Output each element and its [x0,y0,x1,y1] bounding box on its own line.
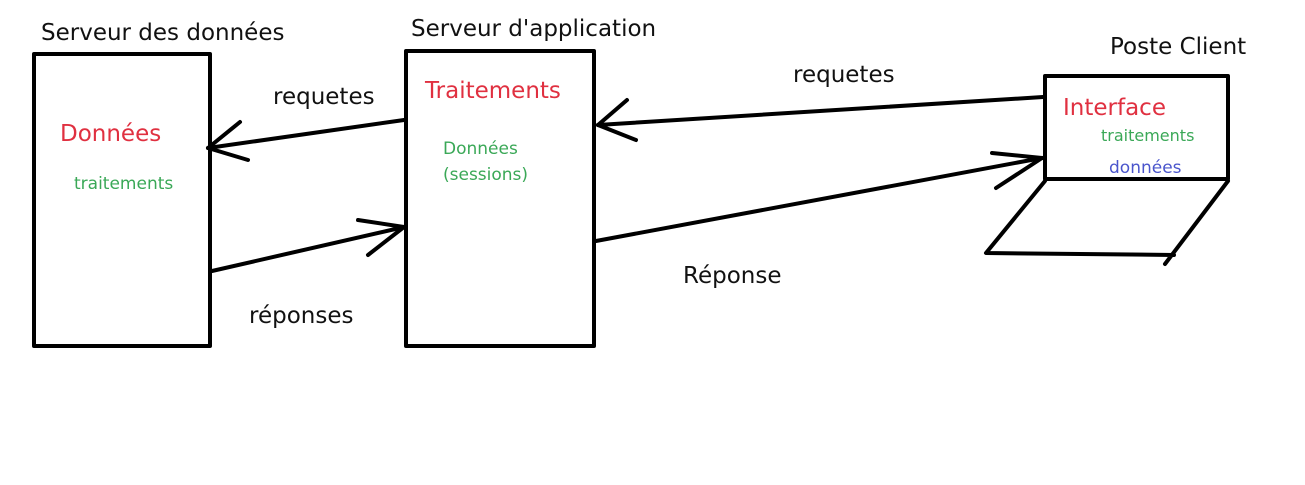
client-sub-label-2: données [1109,158,1182,178]
arrow-response-to-client [594,151,1044,243]
arrow-responses-to-app [210,218,406,273]
arrow-label-requests-to-data: requetes [273,84,375,110]
data-server-box [32,52,212,348]
arrow-label-response-to-client: Réponse [683,263,782,289]
client-laptop-base [984,179,1230,266]
data-server-sub-label: traitements [74,174,174,194]
app-server-title: Serveur d'application [411,16,657,42]
arrow-requests-to-app [596,95,1045,142]
arrow-label-responses-to-app: réponses [249,303,354,329]
client-sub-label-1: traitements [1101,126,1195,145]
app-server-sub-label-2: (sessions) [443,165,529,185]
client-main-label: Interface [1063,95,1166,121]
data-server-title: Serveur des données [41,20,285,46]
app-server-sub-label-1: Données [443,139,518,159]
client-laptop-screen [1043,74,1230,181]
client-title: Poste Client [1110,34,1247,60]
arrow-requests-to-data [206,118,406,162]
app-server-box [404,49,596,348]
arrow-label-requests-to-app: requetes [793,62,895,88]
app-server-main-label: Traitements [425,78,561,104]
data-server-main-label: Données [60,121,162,147]
